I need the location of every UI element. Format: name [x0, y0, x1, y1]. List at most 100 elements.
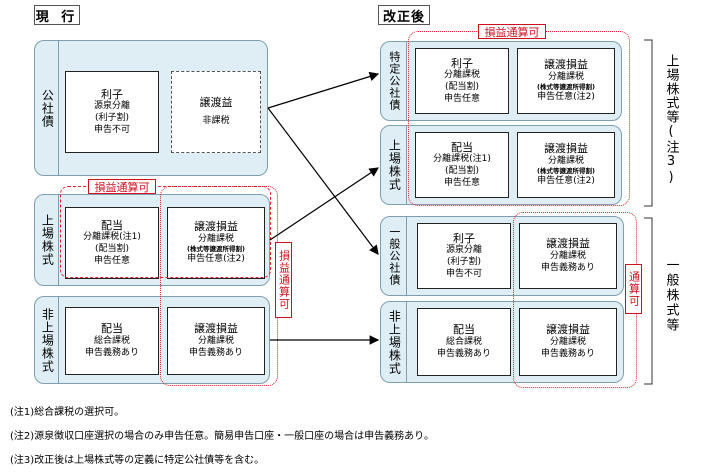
current-listed-transfer-title: 譲渡損益: [194, 219, 238, 233]
current-bond-transfer-title: 譲渡益: [199, 96, 233, 110]
current-unlisted-label: 非上場株式: [40, 307, 55, 373]
revised-listed-dividend-line: 分離課税(注1): [433, 154, 491, 165]
revised-listed-dividend-box: 配当 分離課税(注1) (配当割) 申告任意: [415, 132, 509, 198]
current-unlisted-transfer-box: 譲渡損益 分離課税 申告義務あり: [167, 307, 265, 375]
revised-specified-tab: 特定公社債: [381, 42, 407, 120]
revised-listed-transfer-last: 申告任意(注2): [537, 176, 595, 187]
revised-unlisted-dividend-title: 配当: [453, 323, 475, 337]
bracket-general: [644, 217, 653, 385]
revised-general-transfer-line: 分離課税: [549, 251, 586, 262]
group-brackets: [644, 39, 653, 385]
header-current: 現 行: [34, 5, 80, 25]
current-bond-interest-line: 申告不可: [93, 124, 130, 135]
revised-specified-transfer-box: 譲渡損益 分離課税 (株式等譲渡所得割) 申告任意(注2): [517, 48, 615, 114]
current-listed-tab: 上場株式: [35, 195, 59, 285]
revised-listed-transfer-title: 譲渡損益: [544, 141, 588, 155]
revised-unlisted-transfer-box: 譲渡損益 分離課税 申告義務あり: [519, 308, 617, 376]
current-listed-panel: 上場株式 配当 分離課税(注1) (配当割) 申告任意 譲渡損益 分離課税 (株…: [34, 194, 270, 286]
revised-unlisted-transfer-line: 分離課税: [549, 337, 586, 348]
current-listed-label: 上場株式: [40, 214, 55, 266]
group-listed-label: 上場株式等(注3): [663, 54, 679, 186]
current-unlisted-transfer-line: 分離課税: [197, 336, 234, 347]
current-listed-transfer-box: 譲渡損益 分離課税 (株式等譲渡所得割) 申告任意(注2): [167, 207, 265, 279]
footnote: (注3)改正後は上場株式等の定義に特定公社債等を含む。: [10, 455, 265, 466]
revised-unlisted-transfer-line: 申告義務あり: [540, 348, 595, 359]
revised-general-panel: 一般公社債 利子 源泉分離 (利子割) 申告不可 譲渡損益 分離課税 申告義務あ…: [380, 216, 624, 296]
revised-unlisted-transfer-title: 譲渡損益: [546, 323, 590, 337]
revised-listed-label: 上場株式: [387, 139, 402, 191]
revised-listed-dividend-line: 申告任意: [443, 177, 480, 188]
current-public-bonds-panel: 公社債 利子 源泉分離 (利子割) 申告不可 譲渡益 非課税: [34, 40, 268, 176]
revised-unlisted-label: 非上場株式: [387, 309, 402, 375]
revised-unlisted-dividend-line: 申告義務あり: [436, 348, 491, 359]
revised-listed-panel: 上場株式 配当 分離課税(注1) (配当割) 申告任意 譲渡損益 分離課税 (株…: [380, 125, 622, 205]
revised-listed-transfer-small: (株式等譲渡所得割): [537, 167, 595, 176]
revised-unlisted-panel: 非上場株式 配当 総合課税 申告義務あり 譲渡損益 分離課税 申告義務あり: [380, 301, 624, 383]
current-unlisted-dividend-line: 申告義務あり: [84, 347, 139, 358]
current-bond-interest-line: 源泉分離: [93, 101, 130, 112]
current-unlisted-dividend-line: 総合課税: [93, 336, 130, 347]
current-public-bonds-label: 公社債: [40, 88, 55, 128]
revised-general-interest-title: 利子: [453, 231, 475, 245]
current-bond-interest-box: 利子 源泉分離 (利子割) 申告不可: [65, 71, 159, 153]
current-unlisted-transfer-title: 譲渡損益: [194, 322, 238, 336]
current-bond-transfer-box: 譲渡益 非課税: [171, 71, 261, 153]
revised-listed-dividend-title: 配当: [451, 140, 473, 154]
revised-specified-interest-box: 利子 分離課税 (配当割) 申告任意: [415, 48, 509, 114]
current-listed-transfer-small: (株式等譲渡所得割): [187, 245, 245, 254]
revised-unlisted-dividend-box: 配当 総合課税 申告義務あり: [417, 308, 511, 376]
revised-listed-tab: 上場株式: [381, 126, 407, 204]
revised-specified-transfer-small: (株式等譲渡所得割): [537, 83, 595, 92]
current-unlisted-tab: 非上場株式: [35, 297, 59, 383]
revised-listed-transfer-box: 譲渡損益 分離課税 (株式等譲渡所得割) 申告任意(注2): [517, 132, 615, 198]
current-unlisted-dividend-box: 配当 総合課税 申告義務あり: [65, 307, 159, 375]
revised-specified-interest-title: 利子: [451, 56, 473, 70]
revised-general-interest-line: (利子割): [446, 257, 482, 268]
revised-specified-interest-line: 分離課税: [443, 70, 480, 81]
current-offset-vertical-tag: 損益通算可: [275, 242, 292, 318]
revised-specified-transfer-line: 分離課税: [547, 71, 584, 82]
revised-specified-interest-line: 申告任意: [443, 93, 480, 104]
current-listed-dividend-line: 分離課税(注1): [83, 232, 141, 243]
revised-specified-transfer-title: 譲渡損益: [544, 57, 588, 71]
current-unlisted-panel: 非上場株式 配当 総合課税 申告義務あり 譲渡損益 分離課税 申告義務あり: [34, 296, 270, 384]
revised-listed-dividend-line: (配当割): [444, 166, 480, 177]
revised-listed-transfer-line: 分離課税: [547, 155, 584, 166]
revised-specified-label: 特定公社債: [387, 51, 401, 111]
current-bond-interest-line: (利子割): [94, 113, 130, 124]
arrow-bond-to-specified: [267, 71, 380, 109]
current-public-bonds-tab: 公社債: [35, 41, 59, 175]
current-bond-interest-title: 利子: [101, 87, 123, 101]
current-listed-dividend-box: 配当 分離課税(注1) (配当割) 申告任意: [65, 207, 159, 279]
current-listed-dividend-line: (配当割): [94, 244, 130, 255]
revised-specified-transfer-last: 申告任意(注2): [537, 92, 595, 103]
footnote: (注2)源泉徴収口座選択の場合のみ申告任意。簡易申告口座・一般口座の場合は申告義…: [10, 431, 434, 442]
arrow-bond-to-general: [267, 107, 379, 255]
revised-general-transfer-title: 譲渡損益: [546, 237, 590, 251]
revised-general-transfer-box: 譲渡損益 分離課税 申告義務あり: [519, 223, 617, 289]
revised-specified-interest-line: (配当割): [444, 82, 480, 93]
footnote: (注1)総合課税の選択可。: [10, 407, 125, 418]
revised-general-interest-box: 利子 源泉分離 (利子割) 申告不可: [417, 223, 511, 289]
bracket-listed: [644, 39, 653, 207]
current-unlisted-transfer-line: 申告義務あり: [188, 347, 243, 358]
current-bond-transfer-line: 非課税: [202, 116, 230, 127]
arrow-listed-to-listed: [269, 167, 379, 241]
current-listed-transfer-line: 分離課税: [197, 233, 234, 244]
revised-offset-vertical-tag: 通算可: [625, 264, 642, 314]
current-listed-dividend-title: 配当: [101, 218, 123, 232]
current-unlisted-dividend-title: 配当: [101, 322, 123, 336]
current-listed-dividend-line: 申告任意: [93, 255, 130, 266]
revised-general-interest-line: 申告不可: [445, 268, 482, 279]
revised-general-tab: 一般公社債: [381, 217, 407, 295]
revised-unlisted-tab: 非上場株式: [381, 302, 407, 382]
header-revised: 改正後: [378, 5, 430, 25]
revised-unlisted-dividend-line: 総合課税: [445, 337, 482, 348]
revised-specified-panel: 特定公社債 利子 分離課税 (配当割) 申告任意 譲渡損益 分離課税 (株式等譲…: [380, 41, 622, 121]
current-offset-tag: 損益通算可: [88, 179, 156, 194]
current-listed-transfer-last: 申告任意(注2): [187, 254, 245, 265]
revised-general-label: 一般公社債: [387, 226, 401, 286]
group-general-label: 一般株式等: [663, 257, 679, 333]
revised-offset-tag: 損益通算可: [478, 24, 546, 39]
revised-general-interest-line: 源泉分離: [445, 245, 482, 256]
